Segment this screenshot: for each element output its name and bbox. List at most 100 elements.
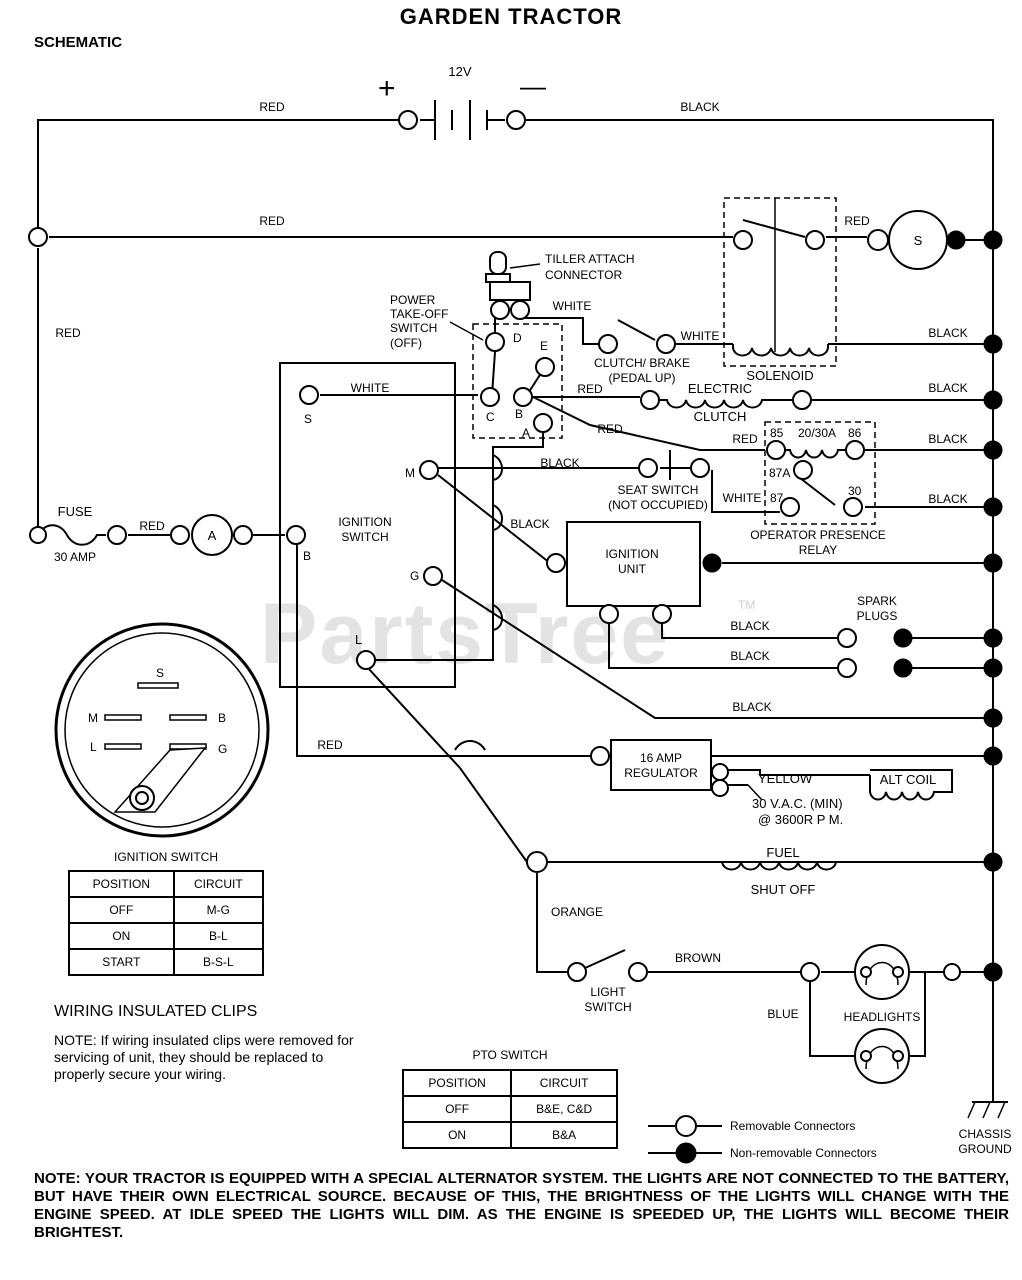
- wire-label-black-plug2: BLACK: [730, 649, 769, 663]
- pto-label-c: C: [486, 410, 495, 424]
- ign-terminal-b: [286, 525, 306, 545]
- legend-removable-icon: [675, 1115, 697, 1137]
- table-header: CIRCUIT: [510, 1069, 618, 1097]
- starter-label: S: [914, 233, 923, 248]
- table-row: POSITION CIRCUIT: [401, 1069, 618, 1097]
- alt-coil-label: ALT COIL: [880, 772, 937, 787]
- relay-amp-rating: 20/30A: [798, 426, 836, 440]
- pto-label-a: A: [522, 426, 530, 440]
- wire-label-white-ignition: WHITE: [351, 381, 390, 395]
- switch-face-s: S: [156, 666, 164, 680]
- relay-pin-87: 87: [770, 491, 784, 505]
- bottom-note: NOTE: YOUR TRACTOR IS EQUIPPED WITH A SP…: [34, 1170, 1009, 1241]
- wire-label-brown: BROWN: [675, 951, 721, 965]
- wire-label-blue: BLUE: [767, 1007, 798, 1021]
- schematic-label: SCHEMATIC: [34, 34, 123, 51]
- table-cell: B&E, C&D: [510, 1095, 618, 1123]
- table-cell: B-L: [172, 922, 265, 950]
- seat-switch: SEAT SWITCH(NOT OCCUPIED): [608, 458, 710, 512]
- solenoid: SOLENOID: [723, 197, 993, 383]
- wire-label-red-top: RED: [259, 100, 285, 114]
- wire-label-white-tiller: WHITE: [553, 299, 592, 313]
- wire-label-red-second: RED: [259, 214, 285, 228]
- pto-terminal-c: [480, 387, 500, 407]
- legend-removable-label: Removable Connectors: [730, 1119, 855, 1133]
- wire-color-labels: RED BLACK RED RED RED WHITE WHITE WHITE …: [55, 100, 967, 1021]
- table-row: POSITION CIRCUIT: [68, 870, 265, 898]
- relay-pin-85: 85: [770, 426, 784, 440]
- pto-label-d: D: [513, 331, 522, 345]
- ign-terminal-l: [356, 650, 376, 670]
- wire-label-white-clutch: WHITE: [681, 329, 720, 343]
- battery-voltage: 12V: [448, 64, 471, 79]
- table-row: START B-S-L: [68, 948, 265, 976]
- wire-label-black-clutch: BLACK: [928, 381, 967, 395]
- table-row: OFF M-G: [68, 896, 265, 924]
- pto-label-e: E: [540, 339, 548, 353]
- legend: Removable Connectors Non-removable Conne…: [648, 1115, 877, 1164]
- wire-label-red-starter: RED: [844, 214, 870, 228]
- battery-plus-sign: +: [378, 72, 396, 105]
- legend-nonremovable-label: Non-removable Connectors: [730, 1146, 877, 1160]
- table-cell: OFF: [401, 1095, 513, 1123]
- page-title: GARDEN TRACTOR: [399, 4, 623, 29]
- solenoid-terminal-out: [805, 230, 825, 250]
- starter-motor: S: [867, 210, 966, 270]
- switch-face-l: L: [90, 740, 97, 754]
- headlights-label: HEADLIGHTS: [844, 1010, 921, 1024]
- clips-note: NOTE: If wiring insulated clips were rem…: [54, 1032, 354, 1082]
- switch-face-g: G: [218, 742, 227, 756]
- fuse-ammeter: A FUSE 30 AMP: [29, 504, 253, 564]
- table-cell: START: [68, 948, 175, 976]
- clutch-brake-switch: CLUTCH/ BRAKE(PEDAL UP): [594, 334, 690, 385]
- wire-label-black-relay86: BLACK: [928, 432, 967, 446]
- pto-terminal-a: [533, 413, 553, 433]
- ign-label-l: L: [355, 632, 362, 647]
- fuse-rating: 30 AMP: [54, 550, 96, 564]
- table-header: CIRCUIT: [172, 870, 265, 898]
- pto-terminal-e: [535, 357, 555, 377]
- wire-label-black-seat: BLACK: [540, 456, 579, 470]
- table-cell: ON: [68, 922, 175, 950]
- ign-label-s: S: [304, 412, 312, 426]
- wire-label-red-fuse: RED: [139, 519, 165, 533]
- ign-terminal-m: [419, 460, 439, 480]
- wire-label-white-relay: WHITE: [723, 491, 762, 505]
- ignition-table-caption: IGNITION SWITCH: [114, 850, 218, 864]
- ign-label-b: B: [303, 549, 311, 563]
- wire-label-black-plug1: BLACK: [730, 619, 769, 633]
- table-cell: B-S-L: [172, 948, 265, 976]
- ign-label-m: M: [405, 466, 415, 480]
- pto-terminal-d: [485, 332, 505, 352]
- clutch-brake-label: CLUTCH/ BRAKE(PEDAL UP): [594, 356, 690, 385]
- wire-label-black-solenoid: BLACK: [928, 326, 967, 340]
- battery-negative-connector: [506, 110, 526, 130]
- pto-switch-table: POSITION CIRCUIT OFF B&E, C&D ON B&A: [401, 1069, 618, 1149]
- legend-nonremovable-icon: [675, 1142, 697, 1164]
- relay-pin-30: 30: [848, 484, 862, 498]
- wire-label-black-g: BLACK: [732, 700, 771, 714]
- alt-spec-label: 30 V.A.C. (MIN)@ 3600R P M.: [752, 796, 843, 827]
- battery-positive-connector: [398, 110, 418, 130]
- battery: 12V + —: [378, 64, 546, 140]
- table-cell: B&A: [510, 1121, 618, 1149]
